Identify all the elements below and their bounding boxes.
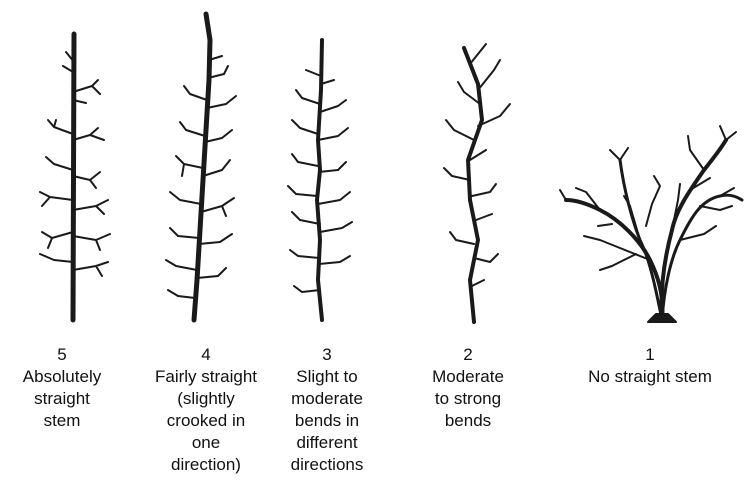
grade-3-description: Slight to moderate bends in different di… <box>272 366 382 476</box>
grade-4-score: 4 <box>134 344 278 366</box>
grade-5-caption: 5 Absolutely straight stem <box>10 344 114 432</box>
grade-3-caption: 3 Slight to moderate bends in different … <box>272 344 382 476</box>
grade-4-description: Fairly straight (slightly crooked in one… <box>134 366 278 476</box>
tree-grade-2-icon <box>444 44 510 322</box>
grade-1-caption: 1 No straight stem <box>560 344 740 388</box>
tree-grade-1-icon <box>560 126 742 322</box>
tree-grade-4-icon <box>166 14 236 320</box>
grade-1-description: No straight stem <box>560 366 740 388</box>
tree-grade-3-icon <box>288 40 352 320</box>
grade-4-caption: 4 Fairly straight (slightly crooked in o… <box>134 344 278 476</box>
grade-3-score: 3 <box>272 344 382 366</box>
grade-5-description: Absolutely straight stem <box>10 366 114 432</box>
grade-2-score: 2 <box>418 344 518 366</box>
grade-2-description: Moderate to strong bends <box>418 366 518 432</box>
grade-1-score: 1 <box>560 344 740 366</box>
tree-grade-5-icon <box>40 34 110 320</box>
grade-2-caption: 2 Moderate to strong bends <box>418 344 518 432</box>
grade-5-score: 5 <box>10 344 114 366</box>
